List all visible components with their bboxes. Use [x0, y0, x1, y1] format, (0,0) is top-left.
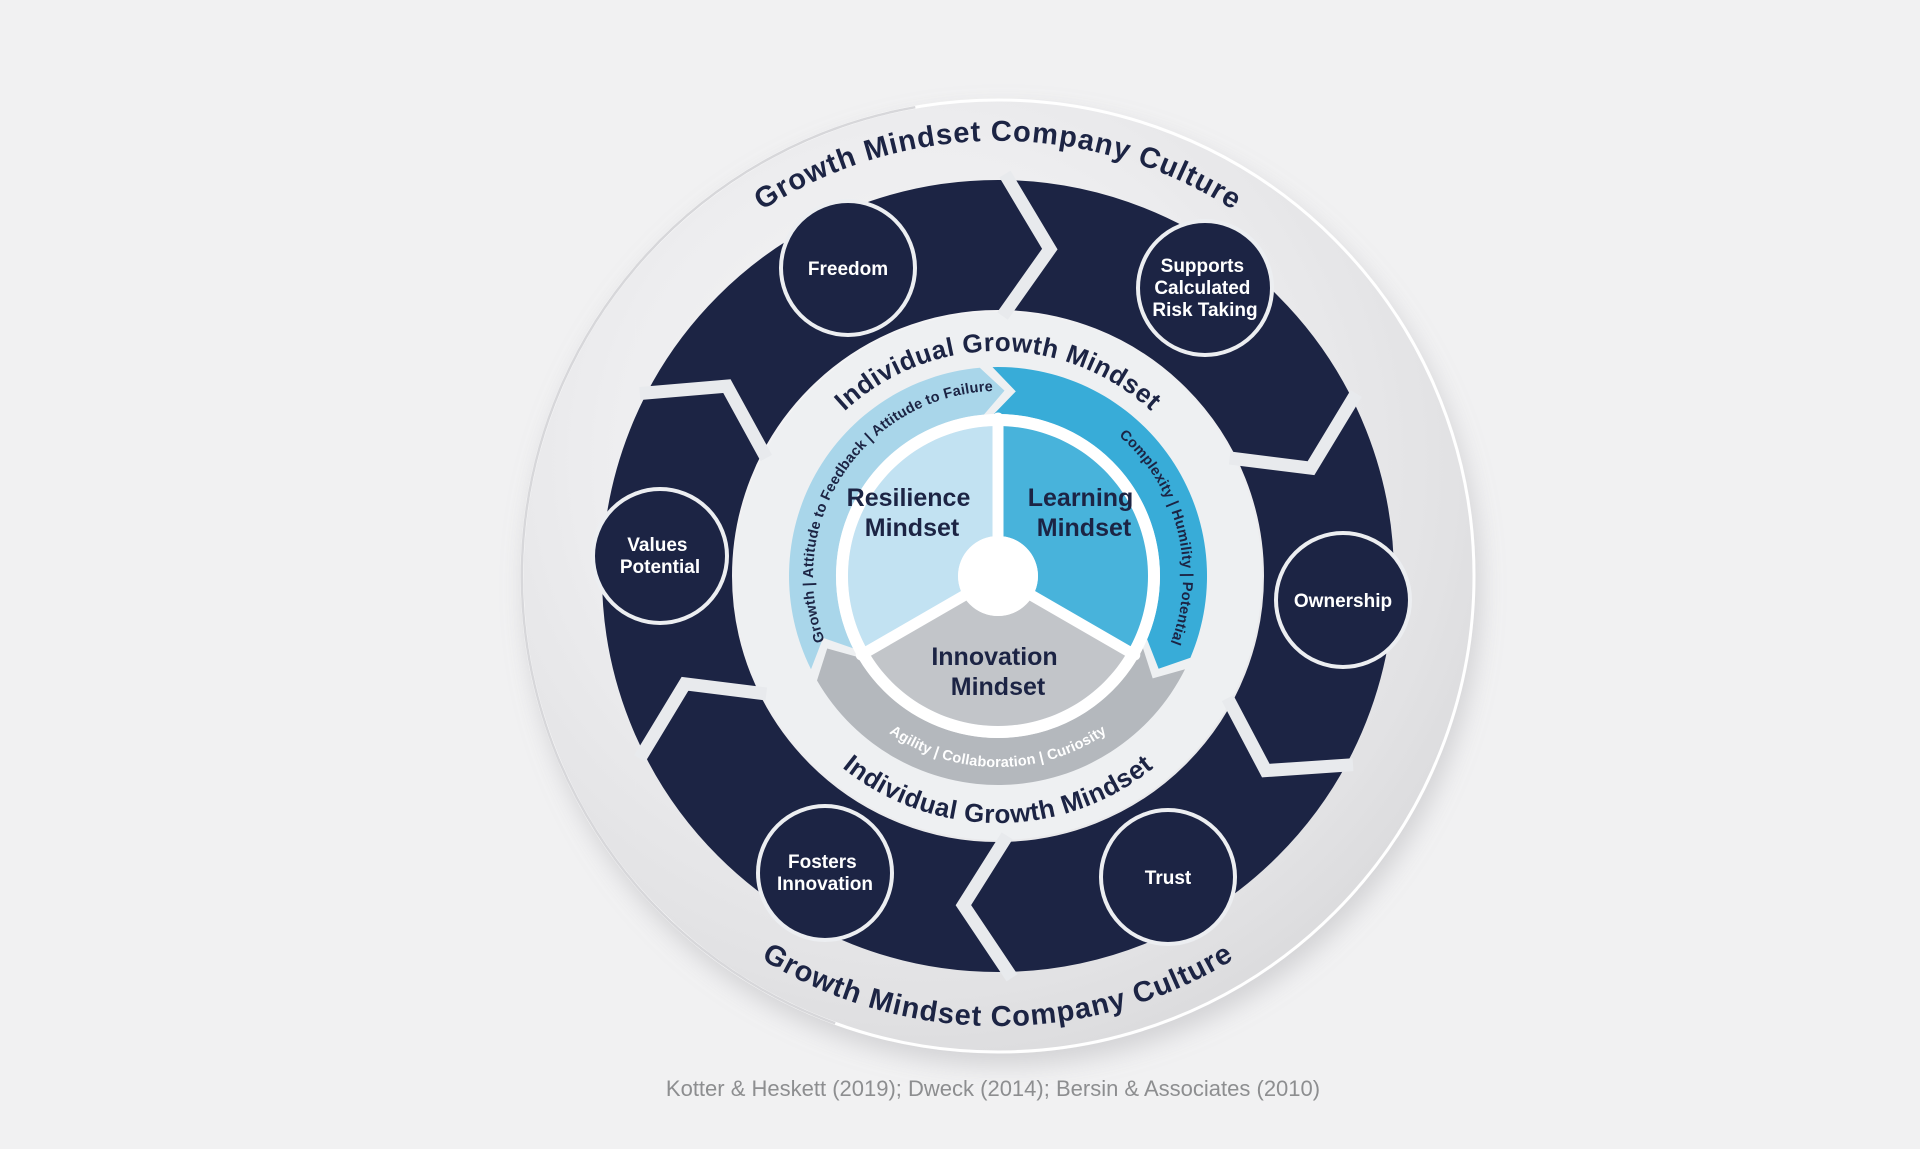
node-trust-label: Trust	[1145, 868, 1192, 889]
learning-label-line2: Mindset	[1037, 514, 1132, 542]
innovation-label-line2: Mindset	[951, 673, 1046, 701]
node-fosters-innovation-label: Fosters Innovation	[777, 852, 873, 895]
ring-arrow-notch	[1228, 390, 1362, 476]
ring-arrow-notch	[639, 379, 773, 462]
node-label-line1: Fosters	[788, 852, 857, 873]
node-circle	[591, 487, 729, 625]
node-circle	[756, 804, 894, 942]
resilience-label-line1: Resilience	[847, 484, 971, 512]
node-label-line1: Supports	[1161, 256, 1244, 277]
node-label-line1: Values	[627, 535, 687, 556]
node-label-line3: Risk Taking	[1152, 300, 1257, 321]
learning-label-line1: Learning	[1028, 484, 1134, 512]
resilience-band	[789, 367, 1005, 670]
node-ownership-label: Ownership	[1294, 591, 1392, 612]
disc-edge-highlight	[520, 105, 916, 1025]
node-label-line2: Innovation	[777, 874, 873, 895]
node-label-line2: Potential	[620, 557, 700, 578]
node-ownership: Ownership	[1274, 531, 1412, 669]
resilience-label-line2: Mindset	[865, 514, 960, 542]
ring-arrow-notch	[955, 832, 1018, 982]
node-supports-calculated-risk-taking: Supports Calculated Risk Taking	[1136, 219, 1274, 357]
node-values-potential-label: Values Potential	[620, 535, 700, 578]
ring-arrow-notch	[1221, 695, 1354, 778]
node-circle	[1136, 219, 1274, 357]
innovation-band	[817, 648, 1185, 785]
innovation-label-line1: Innovation	[931, 643, 1057, 671]
center-hub	[958, 536, 1038, 616]
node-fosters-innovation: Fosters Innovation	[756, 804, 894, 942]
node-label-line2: Calculated	[1154, 278, 1250, 299]
node-freedom-label: Freedom	[808, 259, 888, 280]
ring-arrow-notch	[997, 170, 1058, 320]
node-circle	[1099, 808, 1237, 946]
node-values-potential: Values Potential	[591, 487, 729, 625]
ring-arrow-notch	[634, 676, 768, 762]
node-supports-calculated-risk-taking-label: Supports Calculated Risk Taking	[1152, 256, 1257, 321]
learning-band	[992, 367, 1208, 669]
node-trust: Trust	[1099, 808, 1237, 946]
learning-label: Learning Mindset	[1028, 484, 1141, 542]
innovation-label: Innovation Mindset	[931, 643, 1064, 701]
node-circle	[1274, 531, 1412, 669]
innovation-wedge	[868, 596, 1128, 726]
resilience-label: Resilience Mindset	[847, 484, 978, 542]
node-circle	[779, 199, 917, 337]
source-caption: Kotter & Heskett (2019); Dweck (2014); B…	[666, 1076, 1320, 1101]
node-freedom: Freedom	[779, 199, 917, 337]
